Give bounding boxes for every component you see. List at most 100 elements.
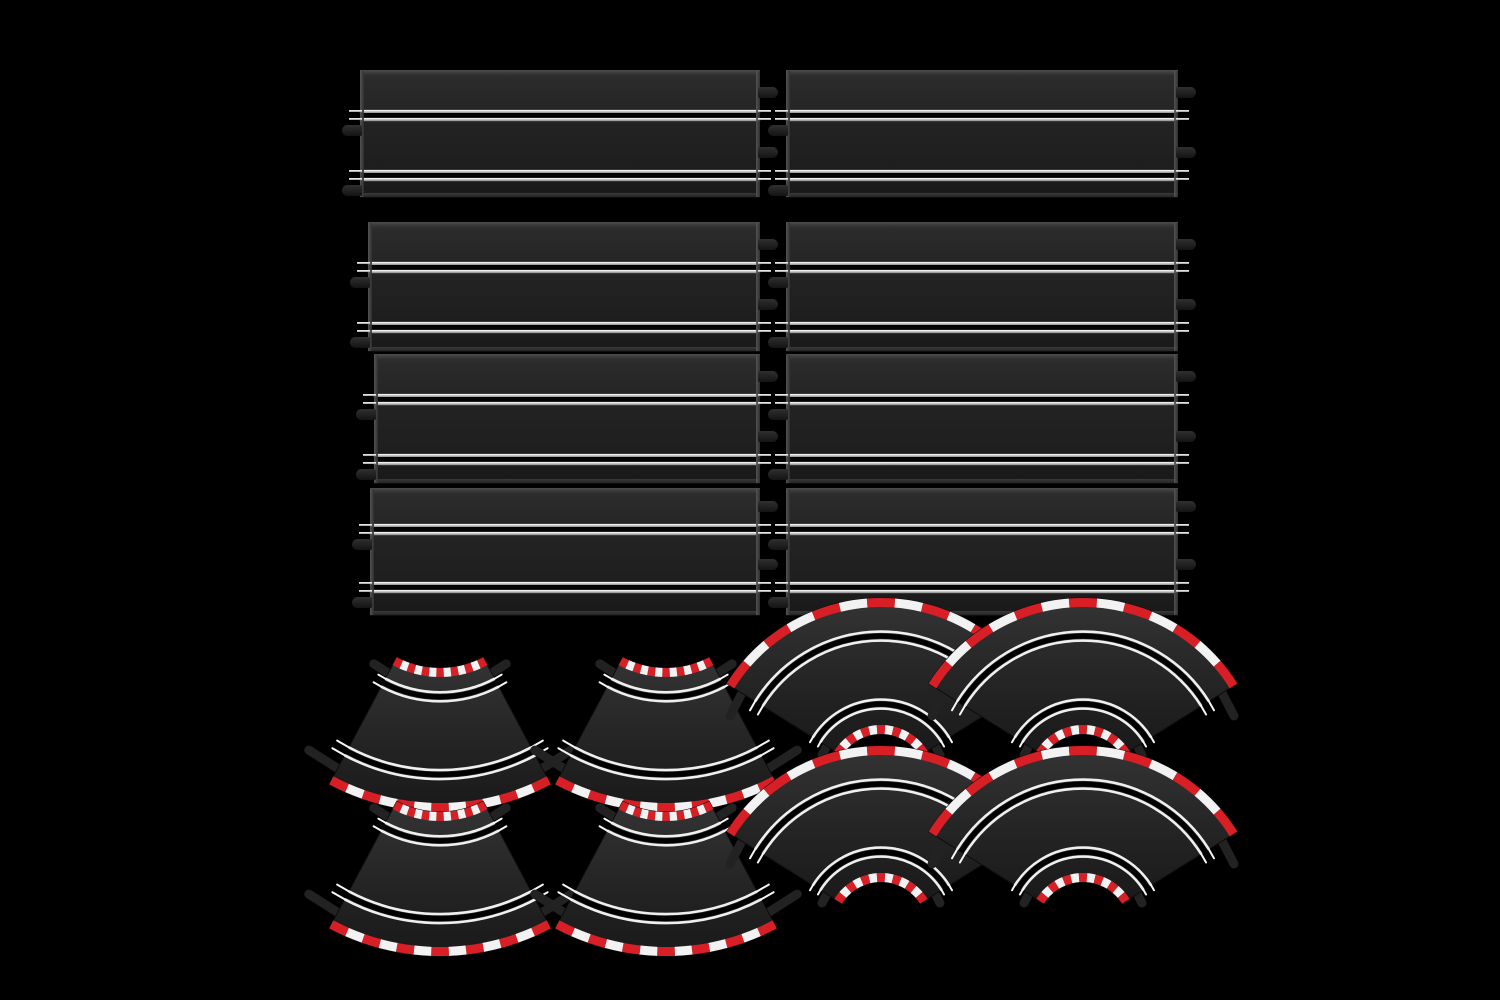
connector-tab[interactable] xyxy=(725,688,747,721)
kerb-segment xyxy=(1172,624,1201,648)
kerb-segment xyxy=(1040,598,1070,612)
rail-metal-strip xyxy=(360,118,760,121)
track-end-left xyxy=(360,71,364,197)
rail-contact-pin xyxy=(1176,590,1189,592)
guide-slot xyxy=(786,457,1178,462)
guide-slot xyxy=(368,325,760,330)
connector-tab-left[interactable] xyxy=(350,277,370,288)
connector-tab[interactable] xyxy=(595,803,619,822)
guide-slot xyxy=(360,173,760,178)
slot-lane-2 xyxy=(557,883,775,925)
connector-tab-right[interactable] xyxy=(758,371,778,382)
connector-tab-right[interactable] xyxy=(1176,431,1196,442)
connector-tab-left[interactable] xyxy=(352,539,372,550)
connector-tab[interactable] xyxy=(487,803,511,822)
kerb-segment xyxy=(845,880,858,893)
connector-tab-left[interactable] xyxy=(768,185,788,196)
rail-metal-strip xyxy=(606,829,726,847)
connector-tab-left[interactable] xyxy=(352,597,372,608)
rail-contact-pin xyxy=(948,884,954,892)
curve-connector-tabs[interactable] xyxy=(530,803,802,917)
connector-tab[interactable] xyxy=(713,803,737,822)
rail-metal-strip xyxy=(370,590,760,593)
connector-tab[interactable] xyxy=(530,889,569,917)
connector-tab[interactable] xyxy=(530,745,569,773)
connector-tab[interactable] xyxy=(817,741,832,760)
kerb-segment xyxy=(965,624,994,648)
rail-contact-pin xyxy=(363,402,376,404)
connector-tab-left[interactable] xyxy=(342,185,362,196)
connector-tab[interactable] xyxy=(304,745,343,773)
curve-connector-tabs[interactable] xyxy=(927,688,1239,760)
connector-tab-right[interactable] xyxy=(758,87,778,98)
connector-tab[interactable] xyxy=(595,659,619,678)
rail-metal-strip xyxy=(819,707,943,743)
connector-tab-left[interactable] xyxy=(768,125,788,136)
connector-tab[interactable] xyxy=(930,741,945,760)
connector-tab-right[interactable] xyxy=(758,431,778,442)
connector-tab[interactable] xyxy=(817,889,832,908)
rail-metal-strip xyxy=(370,582,760,585)
connector-tab[interactable] xyxy=(1132,741,1147,760)
connector-tab-left[interactable] xyxy=(768,409,788,420)
slot-lane-2 xyxy=(786,581,1178,594)
connector-tab-right[interactable] xyxy=(758,501,778,512)
connector-tab[interactable] xyxy=(713,659,737,678)
connector-tab[interactable] xyxy=(1019,741,1034,760)
track-end-right xyxy=(756,355,760,483)
kerb-segment xyxy=(811,750,842,768)
connector-tab-right[interactable] xyxy=(1176,501,1196,512)
connector-tab[interactable] xyxy=(304,889,343,917)
connector-tab-left[interactable] xyxy=(342,125,362,136)
connector-tab-right[interactable] xyxy=(1176,299,1196,310)
connector-tab-right[interactable] xyxy=(1176,147,1196,158)
rail-contact-pin xyxy=(758,532,771,534)
connector-tab-right[interactable] xyxy=(1176,239,1196,250)
rail-contact-pin xyxy=(775,394,788,396)
connector-tab-left[interactable] xyxy=(350,337,370,348)
kerb-outer xyxy=(928,746,1238,837)
connector-tab[interactable] xyxy=(927,688,949,721)
connector-tab-right[interactable] xyxy=(1176,371,1196,382)
connector-tab-left[interactable] xyxy=(356,469,376,480)
connector-tab-left[interactable] xyxy=(768,337,788,348)
connector-tab-right[interactable] xyxy=(758,147,778,158)
connector-tab-right[interactable] xyxy=(1176,87,1196,98)
kerb-segment xyxy=(860,726,871,738)
connector-tab[interactable] xyxy=(930,889,945,908)
connector-tab-left[interactable] xyxy=(768,469,788,480)
connector-tab[interactable] xyxy=(763,745,802,773)
connector-tab[interactable] xyxy=(487,659,511,678)
rail-contact-pin xyxy=(808,884,814,892)
connector-tab[interactable] xyxy=(369,659,393,678)
guide-slot xyxy=(786,325,1178,330)
connector-tab[interactable] xyxy=(1132,889,1147,908)
kerb-segment xyxy=(1068,598,1098,608)
connector-tab[interactable] xyxy=(1217,688,1239,721)
curve-connector-tabs[interactable] xyxy=(927,836,1239,908)
connector-tab-right[interactable] xyxy=(758,239,778,250)
kerb-segment xyxy=(1013,750,1044,768)
connector-tab-left[interactable] xyxy=(356,409,376,420)
connector-tab-right[interactable] xyxy=(1176,559,1196,570)
track-shoulder-top xyxy=(374,355,760,359)
guide-slot xyxy=(786,173,1178,178)
connector-tab-left[interactable] xyxy=(768,539,788,550)
kerb-segment xyxy=(689,806,700,818)
connector-tab[interactable] xyxy=(927,836,949,869)
connector-tab[interactable] xyxy=(1217,836,1239,869)
connector-tab-right[interactable] xyxy=(758,559,778,570)
connector-tab[interactable] xyxy=(725,836,747,869)
connector-tab-right[interactable] xyxy=(758,299,778,310)
connector-tab-left[interactable] xyxy=(768,597,788,608)
rail-metal-strip xyxy=(610,677,722,694)
curve-connector-tabs[interactable] xyxy=(530,659,802,773)
kerb-segment xyxy=(674,945,693,956)
connector-tab[interactable] xyxy=(369,803,393,822)
kerb-segment xyxy=(946,611,976,633)
connector-tab[interactable] xyxy=(1019,889,1034,908)
connector-tab-left[interactable] xyxy=(768,277,788,288)
connector-tab[interactable] xyxy=(763,889,802,917)
rail-contact-pin xyxy=(363,454,376,456)
